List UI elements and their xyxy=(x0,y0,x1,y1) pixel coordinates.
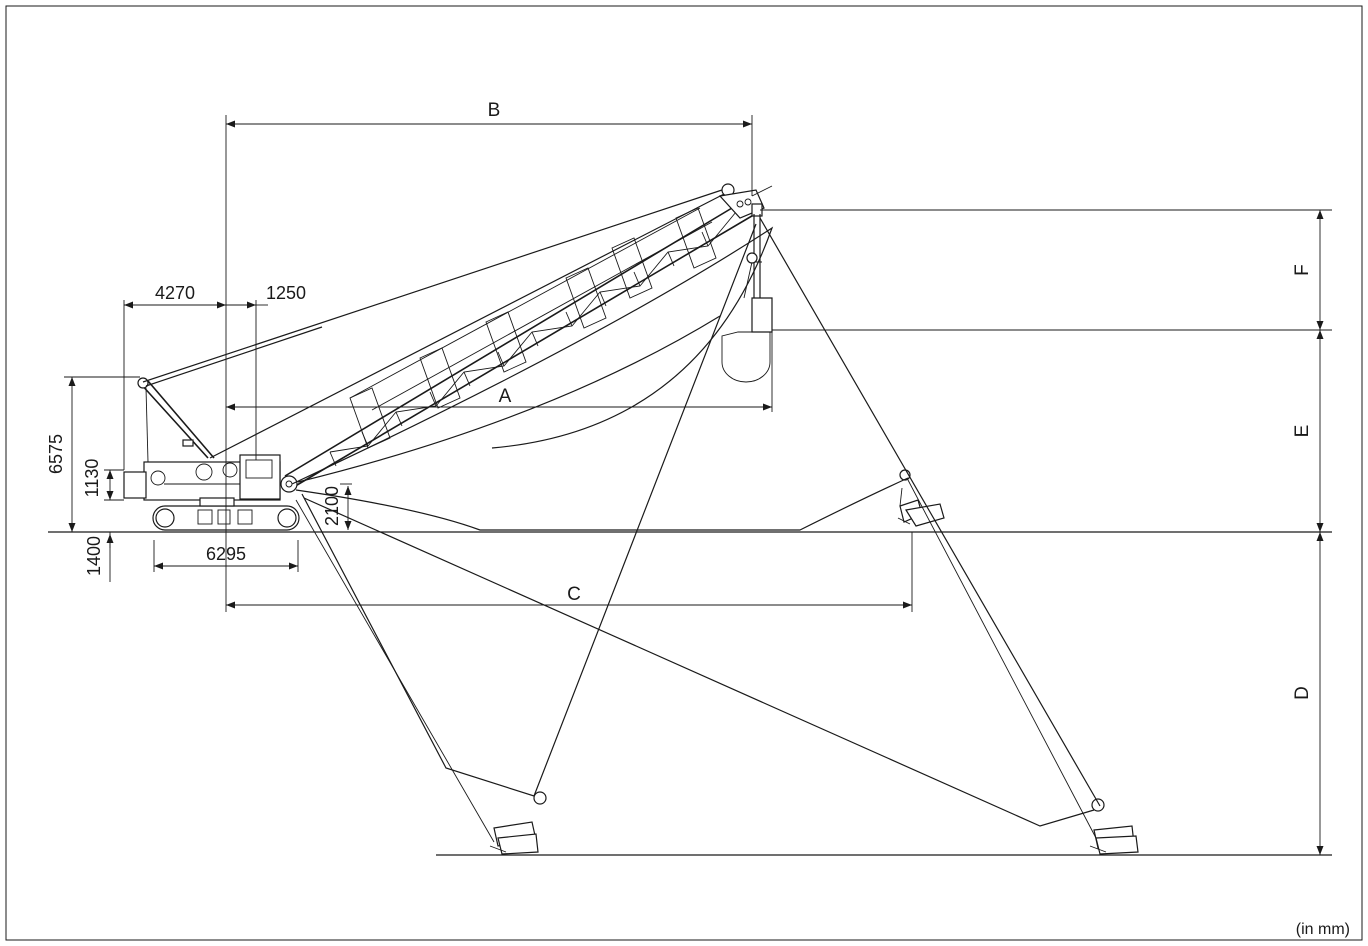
label-1400: 1400 xyxy=(84,536,104,576)
ground-lines xyxy=(48,531,1332,856)
dimension-lines xyxy=(64,115,1332,855)
unit-note: (in mm) xyxy=(1296,921,1350,938)
bucket-upper xyxy=(897,469,945,527)
upper-structure xyxy=(123,454,281,507)
label-b: B xyxy=(488,100,501,121)
mast xyxy=(137,377,215,463)
label-2100: 2100 xyxy=(322,486,342,526)
label-1130: 1130 xyxy=(82,459,102,498)
dimension-labels: B A C F E D 4270 1250 6295 6575 1130 140… xyxy=(46,100,1350,938)
hoist-ropes xyxy=(291,217,1101,843)
label-a: A xyxy=(499,386,512,407)
label-f: F xyxy=(1292,264,1313,276)
bucket-lower-left xyxy=(489,791,547,855)
label-6295: 6295 xyxy=(206,544,246,564)
crane xyxy=(123,183,1139,855)
label-4270: 4270 xyxy=(155,283,195,303)
label-c: C xyxy=(567,584,581,605)
boom-tip xyxy=(718,183,773,219)
diagram-border xyxy=(5,5,1363,941)
pendant-ropes xyxy=(142,187,729,459)
label-1250: 1250 xyxy=(266,283,306,303)
hook-block xyxy=(721,214,773,383)
label-d: D xyxy=(1292,686,1313,700)
bucket-lower-right xyxy=(1089,798,1139,855)
label-e: E xyxy=(1292,425,1313,438)
label-6575: 6575 xyxy=(46,434,66,474)
boom xyxy=(280,195,763,493)
